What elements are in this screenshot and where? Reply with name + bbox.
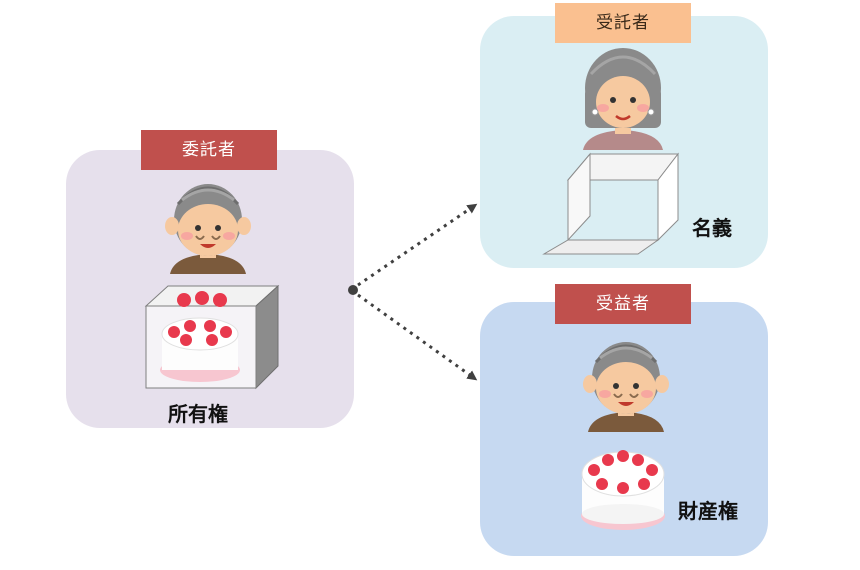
property-right-caption: 財産権 [678,499,738,523]
trustee-label: 受託者 [555,3,691,43]
ownership-caption: 所有権 [168,402,228,426]
settlor-label: 委託者 [141,130,277,170]
elderly-man-icon [165,184,251,274]
nominal-title-caption: 名義 [692,216,732,240]
empty-box-icon [542,152,680,255]
elderly-woman-icon [583,48,663,150]
arrow-to-beneficiary [357,293,478,381]
arrow-origin-dot [348,285,358,295]
elderly-man-icon [583,342,669,432]
arrow-to-trustee [357,203,478,287]
strawberry-cake-icon [581,450,665,530]
beneficiary-label: 受益者 [555,284,691,324]
cake-in-box-icon [144,284,280,390]
